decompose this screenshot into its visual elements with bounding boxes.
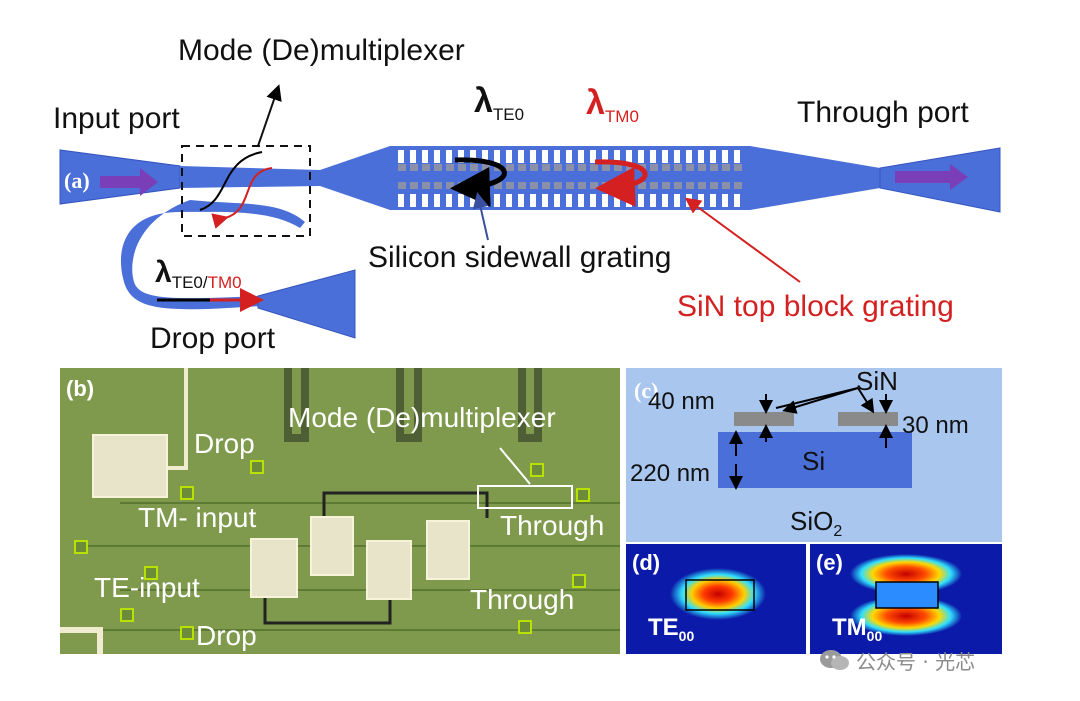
sio2-subscript: 2: [833, 523, 843, 540]
through-taper-out: [750, 146, 880, 210]
demux-title-b: Mode (De)multiplexer: [288, 402, 556, 433]
input-arrow: [100, 168, 158, 196]
bus-waveguide: [180, 166, 320, 188]
drop-bottom-label: Drop: [196, 620, 257, 651]
sin-label: SiN: [856, 368, 898, 396]
si-grating-pointer: [472, 192, 489, 241]
sio2-text: SiO: [790, 506, 834, 536]
title-pointer: [257, 84, 282, 147]
te-reflection-arrow: [450, 157, 507, 207]
te00-label: TE00: [648, 614, 695, 644]
tm-curve: [211, 167, 273, 229]
dim-40nm: 40 nm: [648, 388, 715, 415]
panel-b-tag: (b): [66, 376, 95, 401]
drop-top-label: Drop: [194, 428, 255, 459]
drop-loop: [120, 200, 305, 310]
lambda-symbol: λ: [474, 82, 493, 120]
sin-block-right: [838, 412, 898, 426]
panel-e-tag: (e): [816, 550, 843, 575]
wechat-icon: [820, 650, 849, 670]
drop-tm-subscript: TM0: [207, 273, 242, 292]
bond-pad-4: [366, 540, 412, 600]
demux-box: [181, 145, 311, 237]
panel-a-tag: (a): [64, 168, 90, 193]
tm0-subscript: TM0: [604, 107, 639, 126]
panel-d-tag: (d): [632, 550, 661, 575]
te-input-label: TE-input: [94, 572, 200, 603]
sio2-label: SiO2: [790, 508, 842, 540]
tm-mode-profile: [850, 554, 962, 636]
dim-30nm: 30 nm: [902, 412, 969, 439]
bond-pad-1: [92, 434, 168, 498]
si-label: Si: [802, 446, 826, 476]
panel-e-tm-mode: (e) TM00: [810, 544, 1002, 654]
grating-coupler-4: [120, 608, 134, 622]
te-text: TE: [648, 614, 679, 641]
tm00-label: TM00: [832, 614, 883, 644]
watermark: 公众号 · 光芯: [818, 648, 976, 674]
dim-220nm: 220 nm: [630, 460, 711, 487]
sin-grating-pointer: [684, 197, 801, 283]
demux-title: Mode (De)multiplexer: [178, 34, 465, 67]
bond-pad-2: [250, 538, 298, 598]
lambda-symbol-drop: λ: [155, 256, 172, 289]
lambda-symbol-red: λ: [586, 84, 605, 122]
through-arrow: [895, 164, 968, 190]
through-highlight-box: [477, 485, 573, 509]
te-subscript: 00: [678, 628, 695, 644]
sin-block-left: [734, 412, 794, 426]
panel-c-cross-section: (c) SiN 40 nm 30 nm 220 nm Si SiO2: [626, 368, 1002, 542]
grating-coupler-9: [518, 620, 532, 634]
grating-coupler-3: [144, 566, 158, 580]
te-curve: [199, 151, 263, 211]
tm-input-label: TM- input: [138, 502, 257, 533]
te-mode-profile: [670, 568, 766, 620]
grating-coupler-10: [250, 460, 264, 474]
panel-d-te-mode: (d) TE00: [626, 544, 806, 654]
grating-coupler-7: [576, 488, 590, 502]
lambda-te0-label: λTE0: [474, 84, 524, 123]
sin-top-block-grating-label: SiN top block grating: [677, 290, 954, 323]
panel-b-micrograph: (b) Mode (De)multiplexer Drop TM- input …: [60, 368, 620, 654]
panel-a-schematic: [59, 84, 1001, 339]
grating-coupler-2: [74, 540, 88, 554]
bond-pad-3: [310, 516, 354, 576]
demux-pointer-b: [499, 447, 531, 485]
through-port-label: Through port: [797, 96, 969, 129]
bond-pad-5: [426, 520, 470, 580]
drop-port-label: Drop port: [150, 322, 276, 355]
grating-coupler-1: [180, 486, 194, 500]
si-core: [718, 432, 912, 488]
tm-subscript: 00: [866, 628, 883, 644]
through-top-label: Through: [500, 510, 605, 541]
grating-coupler-5: [180, 626, 194, 640]
input-port-label: Input port: [53, 102, 180, 135]
grating-coupler-8: [572, 574, 586, 588]
panel-c-tag: (c): [634, 378, 659, 403]
panel-a: (a) Mode (De)multiplexer Input port Thro…: [53, 34, 1001, 355]
tm-reflection-arrow: [594, 159, 648, 207]
through-bottom-label: Through: [470, 584, 575, 615]
watermark-text: 公众号 · 光芯: [856, 649, 976, 674]
grating-coupler-6: [530, 463, 544, 477]
bus-taper-in: [320, 146, 390, 210]
tm-text: TM: [832, 614, 867, 641]
te0-subscript: TE0: [492, 105, 525, 124]
silicon-sidewall-grating-label: Silicon sidewall grating: [368, 241, 672, 274]
lambda-drop-label: λTE0/TM0: [155, 256, 242, 292]
lambda-tm0-label: λTM0: [586, 86, 639, 125]
panel-c-drawing: [718, 387, 912, 490]
drop-te-subscript: TE0/: [171, 273, 208, 292]
